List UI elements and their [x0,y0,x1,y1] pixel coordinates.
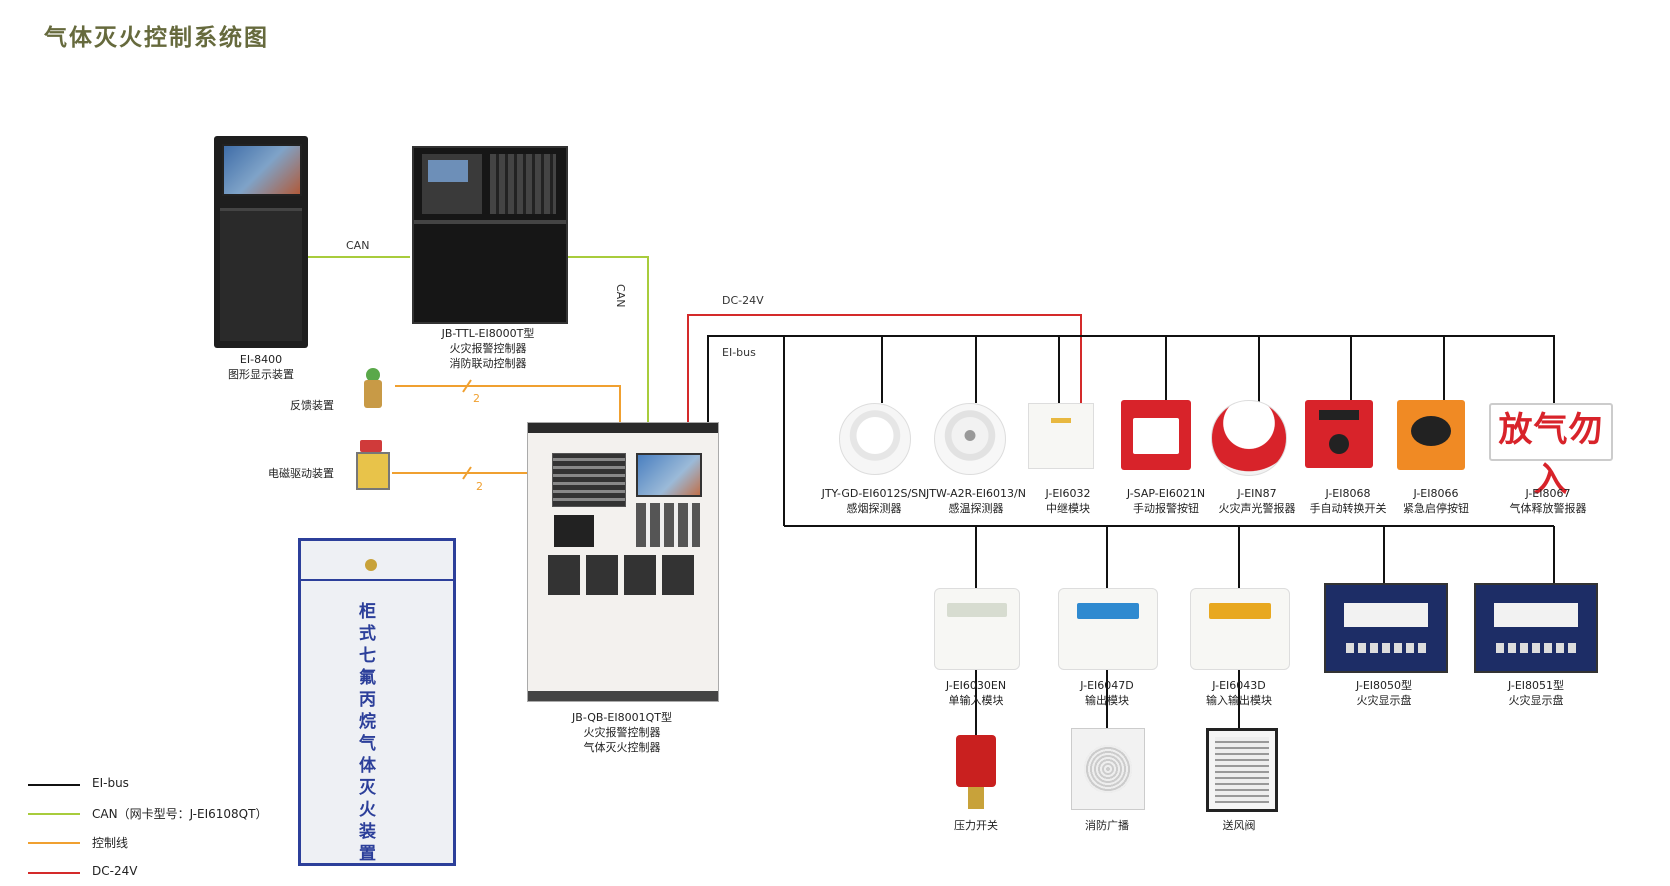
ttl-controller-cabinet [412,146,568,324]
qb-label: JB-QB-EI8001QT型 火灾报警控制器 气体灭火控制器 [572,711,672,754]
air-valve-label: 送风阀 [1222,819,1256,832]
kiosk-screen [222,144,302,196]
row2-label-5: J-EI8051型火灾显示盘 [1507,679,1565,707]
can-line-vertical [564,256,649,422]
dc24v-label: DC-24V [722,294,764,307]
feedback-label: 反馈装置 [290,399,334,412]
ttl-label: JB-TTL-EI8000T型 火灾报警控制器 消防联动控制器 [441,327,535,370]
diagram-title: 气体灭火控制系统图 [44,25,269,51]
dc24v-line [687,314,1082,422]
output-module [1058,588,1158,670]
gas-release-sign: 放气勿入 [1489,403,1613,500]
broadcast-label: 消防广播 [1085,819,1129,832]
fire-display-panel-1 [1324,583,1448,673]
ei8400-label: EI-8400 图形显示装置 [228,353,294,381]
sound-light-alarm [1211,400,1287,476]
pressure-switch-label: 压力开关 [954,819,998,832]
io-module [1190,588,1290,670]
can-label-vertical: CAN [614,284,627,308]
control-slash-1 [462,379,472,393]
feedback-valve [358,368,388,410]
qb-controller [527,422,719,702]
air-supply-valve [1206,728,1278,812]
control-count-1: 2 [473,392,480,405]
fire-broadcast-speaker [1071,728,1145,810]
cabinet-text: 柜式七氟丙烷气体灭火装置 [359,602,376,864]
eibus-line-main [707,335,1555,422]
control-count-2: 2 [476,480,483,493]
control-line-feedback [395,385,621,422]
cabinet-extinguisher: 柜式七氟丙烷气体灭火装置 [298,538,456,866]
pressure-switch [956,735,996,809]
manual-alarm-button [1121,400,1191,470]
eibus-label: EI-bus [722,346,756,359]
graphic-display-kiosk [214,136,308,348]
solenoid-driver [352,440,392,492]
emergency-stop-button [1397,400,1465,470]
fire-display-panel-2 [1474,583,1598,673]
smoke-detector [839,403,911,475]
control-slash-2 [462,466,472,480]
single-input-module [934,588,1020,670]
can-label-top: CAN [346,239,370,252]
solenoid-label: 电磁驱动装置 [268,467,334,480]
manual-auto-switch [1305,400,1373,468]
relay-module [1028,403,1094,469]
heat-detector [934,403,1006,475]
row2-label-4: J-EI8050型火灾显示盘 [1355,679,1413,707]
